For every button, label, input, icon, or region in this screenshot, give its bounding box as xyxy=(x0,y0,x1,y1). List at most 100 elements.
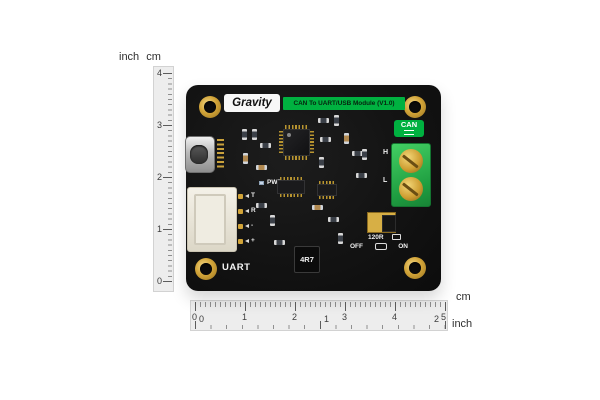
can-h-label: H xyxy=(383,149,389,156)
can-label: CAN xyxy=(400,120,418,129)
tick-major xyxy=(445,302,446,311)
smd-component xyxy=(318,118,329,123)
uart-label: UART xyxy=(222,262,251,273)
ruler-number: 3 xyxy=(342,312,348,322)
usb-c-pins xyxy=(217,139,224,170)
tick-major xyxy=(395,302,396,311)
board-title: CAN To UART/USB Module (V1.0) xyxy=(283,97,405,110)
chip-pins xyxy=(279,131,283,154)
mounting-hole xyxy=(404,257,426,279)
smd-component xyxy=(338,233,343,244)
ruler-number: 1 xyxy=(157,224,163,234)
can-l-label: L xyxy=(383,177,388,184)
chip-pins xyxy=(285,125,308,129)
ruler-number: 0 xyxy=(157,276,163,286)
unit-inch-label: inch xyxy=(452,318,473,330)
smd-component xyxy=(320,137,331,142)
smd-component xyxy=(362,149,367,160)
tick-major xyxy=(163,73,172,74)
tick-major xyxy=(163,177,172,178)
smd-component xyxy=(312,205,323,210)
chip-body xyxy=(277,180,305,194)
can-bus-icon xyxy=(404,130,414,135)
power-led xyxy=(259,181,264,185)
brand-logo: Gravity xyxy=(224,94,280,112)
regulator-chip xyxy=(317,181,337,199)
chip-body xyxy=(317,184,337,196)
ruler-number: 0 xyxy=(192,312,198,322)
mcu-chip xyxy=(279,125,314,160)
vertical-ruler: 4 3 2 1 0 xyxy=(153,66,174,292)
tick-major xyxy=(245,302,246,311)
mounting-hole xyxy=(199,96,221,118)
smd-component xyxy=(242,129,247,140)
uart-connector xyxy=(187,187,237,252)
connector-pad xyxy=(238,224,243,229)
tick-major xyxy=(295,302,296,311)
ruler-number: 1 xyxy=(324,314,330,324)
jumper-cap xyxy=(382,215,396,232)
off-label: OFF xyxy=(350,243,363,250)
pin1-dot xyxy=(287,133,291,137)
smd-component xyxy=(328,217,339,222)
connector-pad xyxy=(238,194,243,199)
on-label: ON xyxy=(398,243,408,250)
chip-pins xyxy=(310,131,314,154)
ruler-number: 2 xyxy=(292,312,298,322)
tick-major xyxy=(445,321,446,329)
ruler-number: 1 xyxy=(242,312,248,322)
smd-component xyxy=(260,143,271,148)
smd-component xyxy=(352,151,363,156)
transceiver-chip xyxy=(277,177,305,197)
pin-arrow-icon xyxy=(245,209,249,213)
jumper-icon xyxy=(374,243,387,250)
connector-pad xyxy=(238,239,243,244)
ruler-number: 5 xyxy=(441,312,447,322)
pwr-label: PWR xyxy=(267,179,283,186)
inductor-value: 4R7 xyxy=(300,255,314,264)
horizontal-ruler: 0 1 2 3 4 5 0 1 2 xyxy=(190,300,448,331)
jumper-label: 120R xyxy=(368,234,384,241)
mounting-hole xyxy=(195,258,217,280)
chip-pins xyxy=(280,177,302,181)
resistor-icon xyxy=(392,234,401,240)
tick-major xyxy=(345,302,346,311)
smd-component xyxy=(256,165,267,170)
pin-arrow-icon xyxy=(245,194,249,198)
connector-pad xyxy=(238,209,243,214)
ruler-number: 0 xyxy=(199,314,205,324)
pin-label: - xyxy=(251,222,254,229)
tick-major xyxy=(163,229,172,230)
unit-cm-label: cm xyxy=(456,291,471,303)
terminal-screw xyxy=(399,149,423,173)
tick-major xyxy=(163,125,172,126)
ruler-number: 4 xyxy=(392,312,398,322)
chip-pins xyxy=(319,181,335,185)
pin-arrow-icon xyxy=(245,224,249,228)
tick-major xyxy=(163,281,172,282)
chip-pins xyxy=(285,156,308,160)
ruler-number: 2 xyxy=(157,172,163,182)
ruler-number: 4 xyxy=(157,68,163,78)
can-screw-terminal xyxy=(391,143,431,207)
power-inductor: 4R7 xyxy=(294,246,320,273)
smd-component xyxy=(344,133,349,144)
pin-label: + xyxy=(251,237,255,244)
unit-cm-label: cm xyxy=(146,51,161,63)
ruler-number: 2 xyxy=(434,314,440,324)
unit-inch-label: inch xyxy=(119,51,140,63)
smd-component xyxy=(270,215,275,226)
pcb-board: Gravity CAN To UART/USB Module (V1.0) T … xyxy=(185,85,441,291)
chip-pins xyxy=(319,195,335,199)
smd-component xyxy=(356,173,367,178)
pin-label: R xyxy=(251,207,256,214)
pin-arrow-icon xyxy=(245,239,249,243)
terminal-screw xyxy=(399,177,423,201)
tick-marks-minor xyxy=(195,302,446,307)
tick-major xyxy=(195,321,196,329)
can-label-box: CAN xyxy=(394,120,424,137)
usb-c-connector xyxy=(185,136,215,173)
pin-label: T xyxy=(251,192,255,199)
ruler-number: 3 xyxy=(157,120,163,130)
